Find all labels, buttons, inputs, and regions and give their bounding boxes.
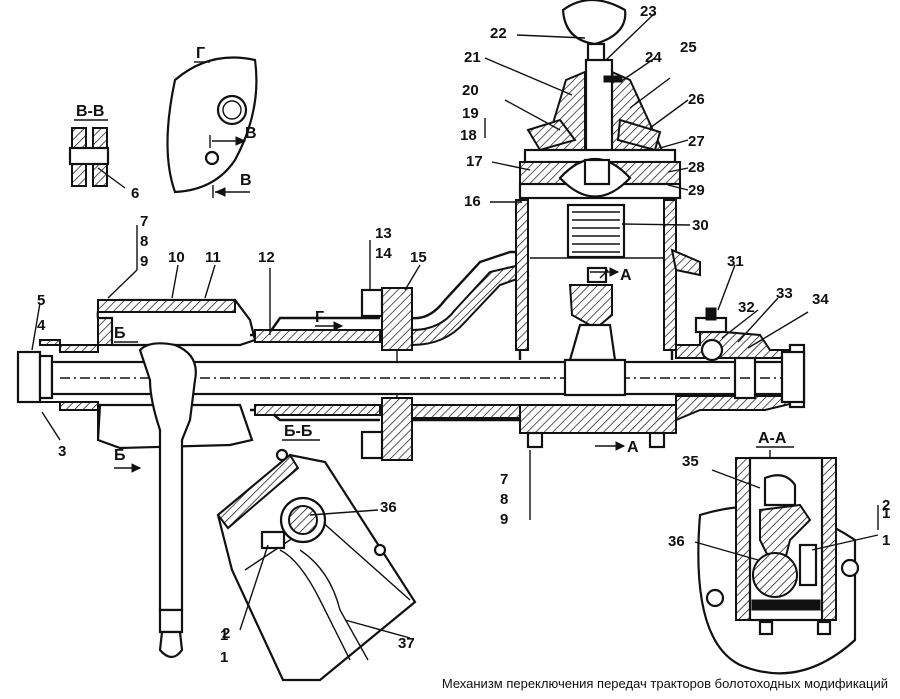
- callout-23: 23: [640, 3, 657, 20]
- cut-mark-b-bottom: Б: [114, 447, 126, 464]
- callout-8: 8: [140, 233, 148, 250]
- section-g: [166, 56, 258, 198]
- callout-27: 27: [688, 133, 705, 150]
- callout-29: 29: [688, 182, 705, 199]
- figure-caption: Механизм переключения передач тракторов …: [442, 676, 888, 691]
- section-vv: [68, 127, 126, 189]
- callout-34: 34: [812, 291, 829, 308]
- callout-13: 13: [375, 225, 392, 242]
- section-titles: Г В-В Б-Б А-А В В Г Б Б А А: [74, 45, 794, 473]
- section-title-aa: А-А: [758, 430, 787, 447]
- section-title-bb: Б-Б: [284, 423, 312, 440]
- cut-mark-b-top: Б: [114, 325, 126, 342]
- callout-30: 30: [692, 217, 709, 234]
- callout-labels: 1 1 1 1 2 2 3 4 5 6 7 8 9 7 8 9 10 11 12…: [37, 3, 890, 666]
- shift-rod: [16, 350, 806, 404]
- callout-18: 18: [460, 127, 477, 144]
- lower-lever: [138, 342, 197, 659]
- callout-1b: 1: [220, 627, 228, 644]
- section-title-vv: В-В: [76, 103, 104, 120]
- callout-32: 32: [738, 299, 755, 316]
- callout-9b: 9: [500, 511, 508, 528]
- cut-mark-a-top: А: [620, 267, 632, 284]
- callout-17: 17: [466, 153, 483, 170]
- callout-7: 7: [140, 213, 148, 230]
- cut-mark-v-top: В: [245, 125, 257, 142]
- callout-31: 31: [727, 253, 744, 270]
- callout-15: 15: [410, 249, 427, 266]
- callout-5: 5: [37, 292, 45, 309]
- callout-37: 37: [398, 635, 415, 652]
- callout-16: 16: [464, 193, 481, 210]
- callout-33: 33: [776, 285, 793, 302]
- callout-24: 24: [645, 49, 662, 66]
- cut-mark-v-bottom: В: [240, 172, 252, 189]
- callout-28: 28: [688, 159, 705, 176]
- cut-mark-g: Г: [315, 309, 324, 326]
- callout-12: 12: [258, 249, 275, 266]
- section-bb: [216, 448, 417, 682]
- callout-1c: 1: [882, 532, 890, 549]
- callout-19: 19: [462, 105, 479, 122]
- callout-20: 20: [462, 82, 479, 99]
- callout-1: 1: [882, 505, 890, 522]
- main-housing: [39, 199, 806, 461]
- callout-21: 21: [464, 49, 481, 66]
- gear-lever-tower: [518, 0, 682, 397]
- callout-22: 22: [490, 25, 507, 42]
- leader-lines: [31, 12, 879, 639]
- section-aa: [697, 450, 860, 675]
- callout-3: 3: [58, 443, 66, 460]
- callout-26: 26: [688, 91, 705, 108]
- callout-10: 10: [168, 249, 185, 266]
- callout-6: 6: [131, 185, 139, 202]
- callout-35: 35: [682, 453, 699, 470]
- callout-2: 2: [882, 497, 890, 514]
- callout-36b: 36: [668, 533, 685, 550]
- section-title-g: Г: [196, 45, 205, 62]
- callout-9: 9: [140, 253, 148, 270]
- callout-36: 36: [380, 499, 397, 516]
- callout-14: 14: [375, 245, 392, 262]
- callout-4: 4: [37, 317, 46, 334]
- callout-2b: 2: [222, 625, 230, 642]
- callout-8b: 8: [500, 491, 508, 508]
- callout-1d: 1: [220, 649, 228, 666]
- cut-mark-a-bottom: А: [627, 439, 639, 456]
- callout-25: 25: [680, 39, 697, 56]
- callout-11: 11: [205, 249, 221, 266]
- callout-7b: 7: [500, 471, 508, 488]
